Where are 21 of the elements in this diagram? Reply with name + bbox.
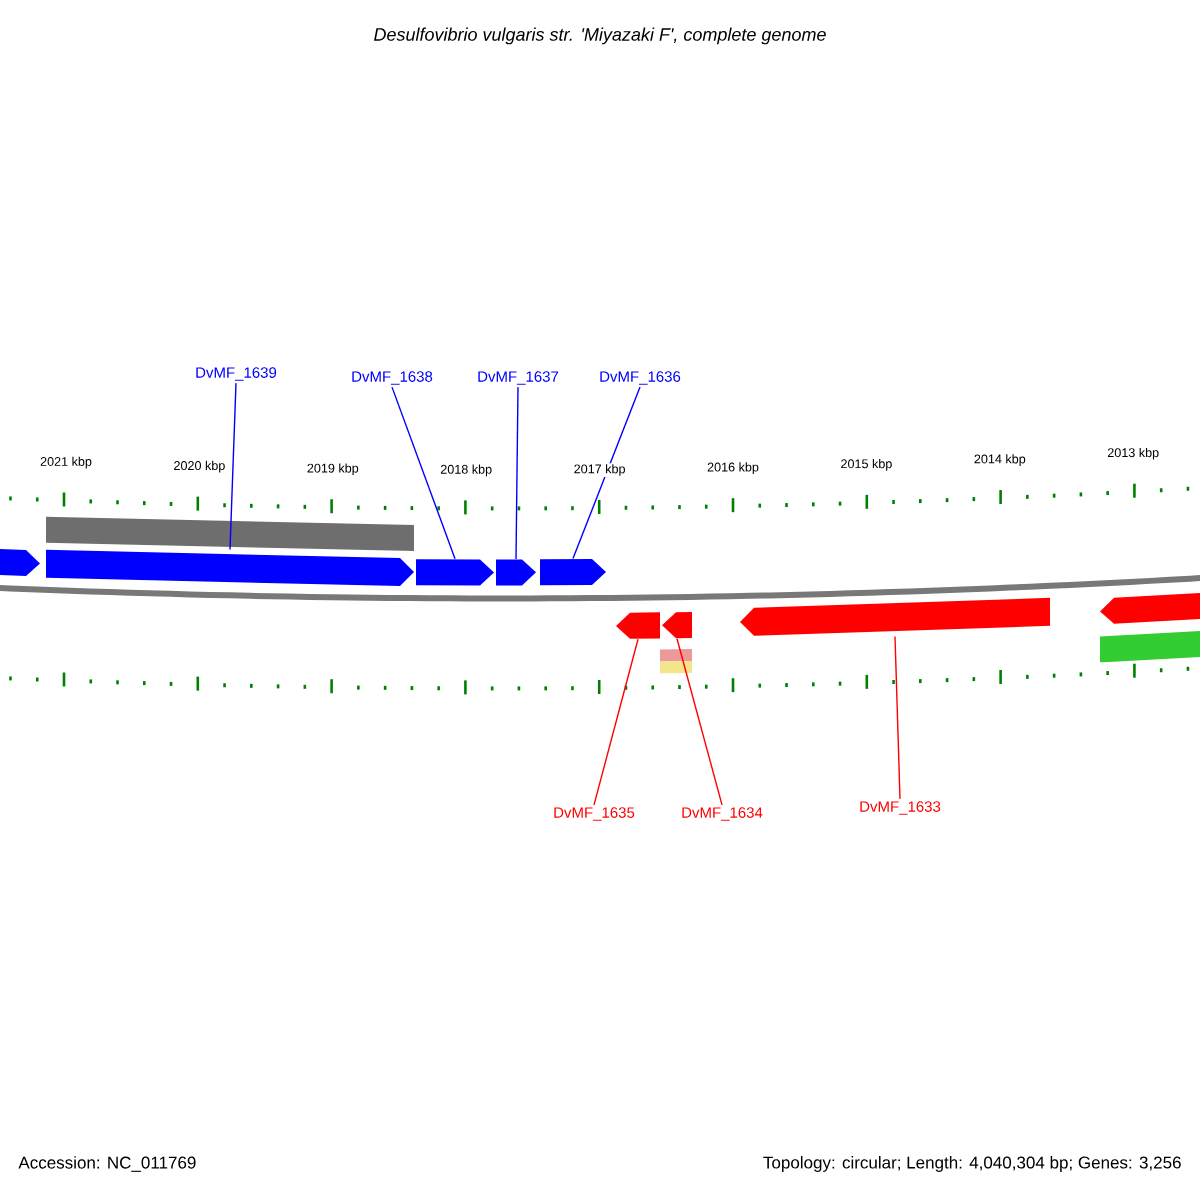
title: Desulfovibrio vulgaris str. 'Miyazaki F', complete genome: [374, 27, 826, 45]
gene-bar: [46, 516, 414, 552]
accession-text: Accession: NC_011769: [18, 1156, 196, 1172]
leader-line: [894, 635, 901, 800]
gene-block: [416, 559, 494, 586]
genome-stats-text: Topology: circular; Length: 4,040,304 bp; Genes: 3,256: [763, 1156, 1181, 1172]
gene-block: [662, 611, 692, 639]
gene-block: [540, 559, 606, 586]
leader-line: [676, 638, 723, 806]
gene-block: [616, 612, 660, 639]
leader-line: [391, 386, 456, 560]
gene-block: [496, 559, 536, 586]
gene-block: [740, 597, 1050, 636]
leader-line: [515, 386, 519, 560]
leader-line: [229, 382, 237, 551]
gene-block: [0, 548, 40, 577]
leader-line: [593, 638, 639, 806]
gene-bar: [660, 648, 692, 662]
gene-bar: [1100, 630, 1200, 663]
gene-block: [1100, 592, 1200, 624]
leader-line: [572, 386, 641, 560]
